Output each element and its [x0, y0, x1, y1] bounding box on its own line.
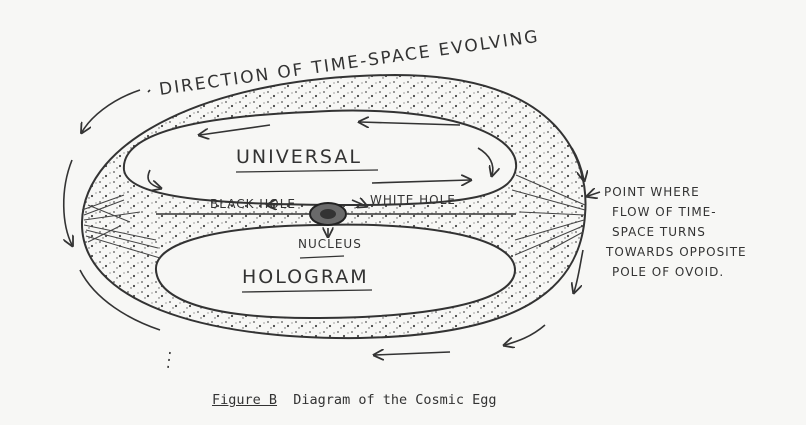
turn-point-pointer: [588, 192, 601, 196]
outer-arrow-bottom: [375, 352, 451, 355]
turn-point-note-line: SPACE TURNS: [612, 225, 706, 239]
left-convergence-zone: [81, 194, 161, 259]
header-pointer: [147, 89, 151, 93]
turn-point-note-line: FLOW OF TIME-: [612, 205, 717, 219]
outer-arrow-bottom-left: [79, 269, 161, 331]
figure-number: Figure B: [212, 392, 278, 408]
flow-arrow-left-turn: [147, 169, 160, 188]
universal-flow-arrows: [147, 122, 493, 236]
right-convergence-zone: [511, 174, 586, 256]
flow-arrow-bottom-right: [371, 180, 470, 183]
outer-flow-arrows: [62, 89, 601, 369]
white-hole-label: WHITE HOLE: [370, 193, 456, 207]
black-hole-arrow: [268, 204, 291, 205]
hologram-lobe: [154, 223, 517, 320]
region-underlines: [235, 169, 379, 293]
white-hole-arrow: [351, 200, 366, 206]
nucleus-label: NUCLEUS: [298, 237, 362, 251]
outer-arrow-right-top: [571, 147, 584, 180]
caption-text: Diagram of the Cosmic Egg: [293, 392, 497, 408]
dotted-trail: [167, 351, 171, 369]
turn-point-note-line: POINT WHERE: [604, 185, 700, 199]
black-hole-label: BLACK HOLE: [210, 197, 296, 211]
flow-arrow-right-turn: [477, 147, 493, 175]
flow-arrow-top-left: [200, 124, 271, 135]
turn-point-note-line: POLE OF OVOID.: [612, 265, 724, 279]
figure-caption: Figure B Diagram of the Cosmic Egg: [212, 392, 497, 408]
flow-arrow-top: [360, 122, 461, 125]
turn-point-note-line: TOWARDS OPPOSITE: [605, 245, 747, 259]
outer-arrow-left: [62, 159, 72, 245]
outer-arrow-top-left: [82, 89, 141, 132]
nucleus: [156, 202, 516, 226]
outer-arrow-right-bottom: [574, 249, 584, 292]
outer-arrow-bottom-right: [505, 324, 546, 345]
universal-label: UNIVERSAL: [236, 146, 362, 168]
turn-point-note: POINT WHERE FLOW OF TIME- SPACE TURNS TO…: [604, 185, 747, 279]
hologram-label: HOLOGRAM: [242, 266, 369, 288]
